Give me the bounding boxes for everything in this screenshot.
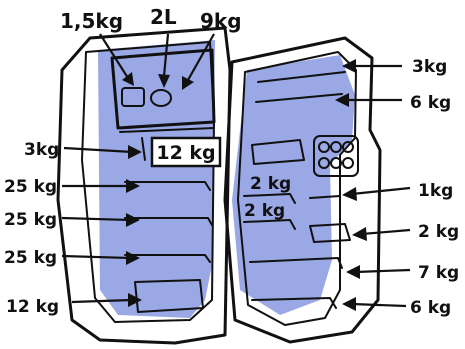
label-left-3kg: 3kg: [24, 140, 59, 160]
label-door-inner-2: 2 kg: [244, 201, 285, 221]
label-top-left-small: 1,5kg: [60, 9, 123, 33]
label-top-right-small: 9kg: [200, 9, 242, 33]
label-right-top: 3kg: [412, 57, 447, 77]
label-left-bottom: 12 kg: [6, 297, 59, 317]
label-right-1kg: 1kg: [418, 181, 453, 201]
label-left-shelf-3: 25 kg: [4, 248, 57, 268]
label-top-center: 2L: [150, 5, 177, 29]
label-right-6kg-bottom: 6 kg: [410, 298, 451, 318]
label-left-shelf-1: 25 kg: [4, 177, 57, 197]
label-right-7kg: 7 kg: [418, 263, 459, 283]
label-right-second: 6 kg: [410, 93, 451, 113]
label-left-shelf-2: 25 kg: [4, 210, 57, 230]
label-right-2kg: 2 kg: [418, 222, 459, 242]
label-center-box: 12 kg: [156, 142, 215, 164]
label-door-inner-1: 2 kg: [250, 174, 291, 194]
fridge-interior-shade: [98, 40, 215, 318]
